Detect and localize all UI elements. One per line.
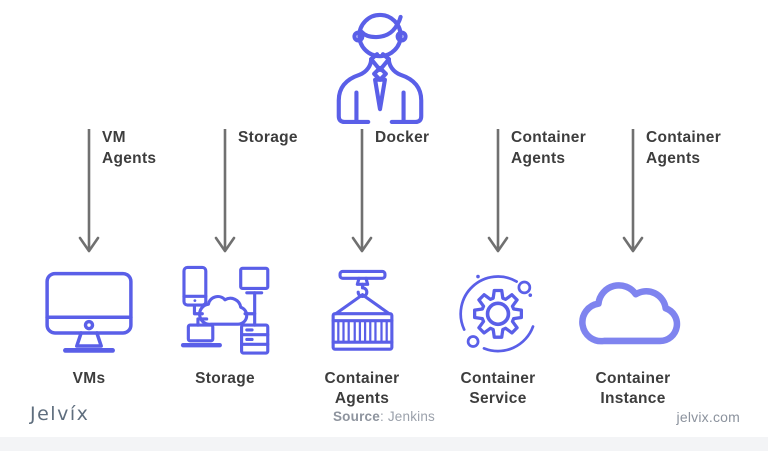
arrow-label-docker: Docker: [375, 127, 429, 148]
arrow-label-line: Docker: [375, 129, 430, 146]
caption-line: Container: [324, 370, 400, 387]
down-arrow-head: [78, 236, 100, 253]
arrow-label-line: Container: [646, 129, 722, 146]
bottom-strip: [0, 437, 768, 451]
caption-line: Storage: [195, 370, 255, 387]
cloud-network-icon: [177, 261, 273, 363]
source-value: : Jenkins: [379, 409, 436, 424]
arrow-label-line: VM: [102, 129, 126, 146]
column-container-agents: Docker: [292, 129, 432, 409]
arrow-label-line: Agents: [646, 150, 701, 167]
caption-vms: VMs: [73, 369, 106, 389]
column-container-instance: Container Agents Container Instance: [563, 129, 721, 409]
arrow-label-container-agents-1: Container Agents: [511, 127, 586, 169]
arrow-label-storage: Storage: [238, 127, 298, 148]
caption-line: Agents: [334, 390, 390, 407]
arrow-label-line: Storage: [238, 129, 298, 146]
container-agents-arrow-1: Container Agents: [428, 129, 586, 259]
website-text: jelvix.com: [676, 409, 740, 425]
down-arrow-head: [487, 236, 509, 253]
caption-line: Instance: [600, 390, 666, 407]
down-arrow-head: [622, 236, 644, 253]
caption-container-agents: Container Agents: [324, 369, 399, 409]
storage-arrow: Storage: [155, 127, 298, 259]
businessman-icon: [326, 6, 434, 131]
vm-agents-arrow: VM Agents: [19, 129, 159, 259]
down-arrow-head: [351, 236, 373, 253]
source-credit: Source: Jenkins: [0, 409, 768, 424]
monitor-icon: [41, 261, 137, 363]
column-container-service: Container Agents Container Service: [428, 129, 586, 409]
gear-orbit-icon: [448, 261, 548, 363]
docker-arrow: Docker: [292, 129, 432, 259]
caption-container-instance: Container Instance: [595, 369, 670, 409]
jelvix-logo: Jelvíx: [30, 403, 90, 425]
arrow-label-vm-agents: VM Agents: [102, 127, 156, 169]
column-vms: VM Agents VMs: [19, 129, 159, 389]
arrow-label-line: Container: [511, 129, 587, 146]
caption-line: Container: [595, 370, 671, 387]
caption-line: Service: [469, 390, 527, 407]
arrow-label-container-agents-2: Container Agents: [646, 127, 721, 169]
container-crane-icon: [315, 261, 410, 363]
caption-line: VMs: [72, 370, 106, 387]
cloud-icon: [577, 261, 689, 363]
caption-line: Container: [460, 370, 536, 387]
arrow-label-line: Agents: [102, 150, 157, 167]
source-label: Source: [332, 409, 380, 424]
down-arrow-head: [214, 236, 236, 253]
caption-container-service: Container Service: [460, 369, 535, 409]
column-storage: Storage: [155, 127, 298, 389]
container-agents-arrow-2: Container Agents: [563, 129, 721, 259]
arrow-label-line: Agents: [511, 150, 566, 167]
caption-storage: Storage: [195, 369, 255, 389]
